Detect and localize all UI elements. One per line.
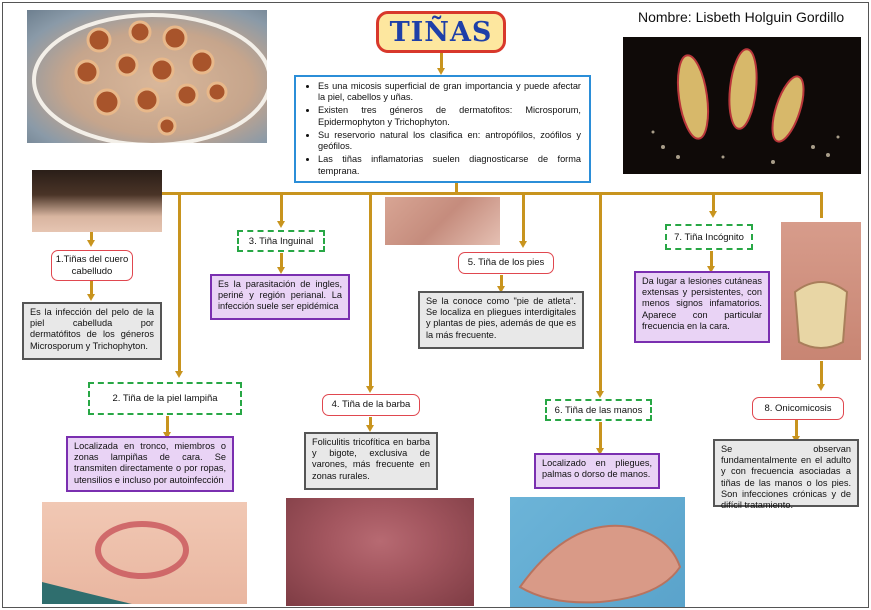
branch-3-description: Es la parasitación de ingles, periné y r… bbox=[210, 274, 350, 320]
connector bbox=[178, 192, 181, 372]
beard-image bbox=[286, 498, 474, 606]
connector bbox=[440, 53, 443, 69]
connector-arrow bbox=[175, 371, 183, 378]
connector-arrow bbox=[596, 391, 604, 398]
connector-arrow bbox=[519, 241, 527, 248]
connector bbox=[710, 251, 713, 267]
author-name: Nombre: Lisbeth Holguin Gordillo bbox=[638, 9, 844, 25]
connector bbox=[369, 192, 372, 387]
connector-arrow bbox=[87, 240, 95, 247]
hand-image bbox=[510, 497, 685, 607]
branch-8-description: Se observan fundamentalmente en el adult… bbox=[713, 439, 859, 507]
connector bbox=[522, 192, 525, 242]
dermatophyte-graphic bbox=[623, 37, 861, 174]
branch-2-description: Localizada en tronco, miembros o zonas l… bbox=[66, 436, 234, 492]
branch-1-description: Es la infección del pelo de la piel cabe… bbox=[22, 302, 162, 360]
intro-box: Es una micosis superficial de gran impor… bbox=[294, 75, 591, 183]
branch-3-label: 3. Tiña Inguinal bbox=[237, 230, 325, 252]
connector-arrow bbox=[277, 267, 285, 274]
branch-7-description: Da lugar a lesiones cutáneas extensas y … bbox=[634, 271, 770, 343]
petri-dish-image bbox=[27, 10, 267, 143]
branch-8-label: 8. Onicomicosis bbox=[752, 397, 844, 420]
branch-6-description: Localizado en pliegues, palmas o dorso d… bbox=[534, 453, 660, 489]
branch-6-label: 6. Tiña de las manos bbox=[545, 399, 652, 421]
scalp-image bbox=[32, 170, 162, 232]
petri-dish-graphic bbox=[27, 10, 267, 143]
intro-item: Existen tres géneros de dermatofitos: Mi… bbox=[318, 105, 581, 127]
connector-arrow bbox=[437, 68, 445, 75]
ringworm-skin-image bbox=[42, 502, 247, 604]
foot-image bbox=[385, 197, 500, 245]
nail-image bbox=[781, 222, 861, 360]
connector bbox=[820, 192, 823, 218]
ringworm-graphic bbox=[42, 502, 247, 604]
branch-5-label: 5. Tiña de los pies bbox=[458, 252, 554, 274]
branch-5-description: Se la conoce como "pie de atleta". Se lo… bbox=[418, 291, 584, 349]
branch-2-label: 2. Tiña de la piel lampiña bbox=[88, 382, 242, 415]
intro-item: Las tiñas inflamatorias suelen diagnosti… bbox=[318, 154, 581, 176]
connector-arrow bbox=[709, 211, 717, 218]
connector-arrow bbox=[366, 425, 374, 432]
branch-1-label: 1.Tiñas del cuero cabelludo bbox=[51, 250, 133, 281]
connector bbox=[280, 192, 283, 222]
connector-arrow bbox=[277, 221, 285, 228]
intro-item: Su reservorio natural los clasifica en: … bbox=[318, 130, 581, 152]
connector-arrow bbox=[817, 384, 825, 391]
connector bbox=[820, 361, 823, 385]
connector-arrow bbox=[87, 294, 95, 301]
hand-graphic bbox=[510, 497, 685, 607]
intro-item: Es una micosis superficial de gran impor… bbox=[318, 81, 581, 103]
dermatophyte-microscopy-image bbox=[623, 37, 861, 174]
connector bbox=[599, 422, 602, 450]
branch-4-description: Foliculitis tricofítica en barba y bigot… bbox=[304, 432, 438, 490]
intro-list: Es una micosis superficial de gran impor… bbox=[304, 81, 581, 177]
nail-graphic bbox=[781, 222, 861, 360]
connector bbox=[712, 192, 715, 212]
title: TIÑAS bbox=[390, 17, 493, 48]
title-box: TIÑAS bbox=[376, 11, 506, 53]
connector-arrow bbox=[366, 386, 374, 393]
connector bbox=[90, 281, 93, 295]
connector bbox=[599, 192, 602, 392]
branch-7-label: 7. Tiña Incógnito bbox=[665, 224, 753, 250]
branch-4-label: 4. Tiña de la barba bbox=[322, 394, 420, 416]
